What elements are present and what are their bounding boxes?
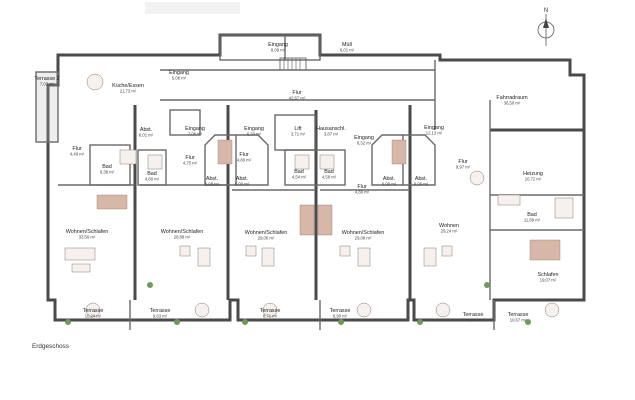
room-area-muell: 6,01 m² xyxy=(340,48,355,53)
room-area-abst_c1: 6,08 m² xyxy=(205,182,220,187)
room-name-hausanschl: Hausanschl. xyxy=(316,126,346,132)
room-name-wohnen_lm: Wohnen/Schlafen xyxy=(161,229,203,235)
room-name-flur_lm: Flur xyxy=(185,155,194,161)
room-area-eingang_l2: 7,06 m² xyxy=(188,132,203,137)
room-name-terrasse_r2: Terrasse xyxy=(508,312,529,318)
room-area-lift: 3,71 m² xyxy=(291,132,306,137)
room-name-eingang_r2: Eingang xyxy=(424,125,444,131)
room-name-heizung: Heizung xyxy=(523,171,543,177)
room-name-terrasse_r1: Terrasse xyxy=(463,312,484,318)
room-name-terrasse2: Terrasse 2 xyxy=(34,76,59,82)
floor-caption: Erdgeschoss xyxy=(32,343,69,350)
room-name-kueche: Küche/Essen xyxy=(112,83,144,89)
room-name-terrasse_c1: Terrasse xyxy=(260,308,281,314)
room-name-flur_main: Flur xyxy=(292,90,301,96)
room-area-abst_r2: 6,06 m² xyxy=(414,182,429,187)
room-name-muell: Müll xyxy=(342,42,352,48)
room-area-abst_l1: 6,01 m² xyxy=(139,133,154,138)
room-area-wohnen_l: 33,56 m² xyxy=(79,235,96,240)
room-name-schlafen_r: Schlafen xyxy=(538,272,559,278)
room-area-wohnen_c1: 29,06 m² xyxy=(258,236,275,241)
room-area-flur_c2: 4,80 m² xyxy=(355,190,370,195)
room-name-flur_l: Flur xyxy=(72,146,81,152)
room-name-wohnen_l: Wohnen/Schlafen xyxy=(66,229,108,235)
room-name-eingang_l1: Eingang xyxy=(169,70,189,76)
room-name-eingang_l2: Eingang xyxy=(185,126,205,132)
room-name-bad_l1: Bad xyxy=(102,164,112,170)
north-arrow: N xyxy=(537,8,555,46)
room-name-terrasse_l2: Terrasse xyxy=(150,308,171,314)
room-area-eingang_r2: 12,13 m² xyxy=(426,131,443,136)
room-name-wohnen_r1: Wohnen/Schlafen xyxy=(342,230,384,236)
room-area-abst_r1: 6,00 m² xyxy=(382,182,397,187)
room-name-wohnen_c1: Wohnen/Schlafen xyxy=(245,230,287,236)
room-area-terrasse_c2: 8,90 m² xyxy=(333,314,348,319)
room-area-flur_c: 4,80 m² xyxy=(237,158,252,163)
room-area-fahrradraum: 36,50 m² xyxy=(504,101,521,106)
room-name-eingang_c1: Eingang xyxy=(244,126,264,132)
room-area-terrasse_r2: 10,67 m² xyxy=(510,318,527,323)
room-area-abst_c2: 6,00 m² xyxy=(235,182,250,187)
room-name-abst_c1: Abst. xyxy=(206,176,218,182)
room-area-wohnen_lm: 28,88 m² xyxy=(174,235,191,240)
room-area-schlafen_r: 19,07 m² xyxy=(540,278,557,283)
room-name-flur_c: Flur xyxy=(239,152,248,158)
room-area-bad_r: 11,89 m² xyxy=(524,218,541,223)
header-blur xyxy=(145,2,240,14)
room-area-hausanschl: 3,87 m² xyxy=(324,132,339,137)
room-name-abst_r2: Abst. xyxy=(415,176,427,182)
furniture xyxy=(64,73,560,318)
room-name-flur_r: Flur xyxy=(458,159,467,165)
room-area-bad_l1: 6,38 m² xyxy=(100,170,115,175)
room-name-terrasse_c2: Terrasse xyxy=(330,308,351,314)
room-area-terrasse2: 7,03 m² xyxy=(40,82,55,87)
room-area-eingang_top: 8,09 m² xyxy=(271,48,286,53)
stairs xyxy=(279,57,307,71)
room-area-terrasse_l1: 10,24 m² xyxy=(85,314,102,319)
room-area-flur_r: 9,97 m² xyxy=(456,165,471,170)
room-name-bad_l2: Bad xyxy=(147,171,157,177)
room-name-abst_l1: Abst. xyxy=(140,127,152,133)
room-area-bad_c2: 4,58 m² xyxy=(322,175,337,180)
room-area-kueche: 21,73 m² xyxy=(120,89,137,94)
room-name-bad_r: Bad xyxy=(527,212,537,218)
room-name-flur_c2: Flur xyxy=(357,184,366,190)
room-name-lift: Lift xyxy=(294,126,302,132)
room-name-terrasse_l1: Terrasse xyxy=(83,308,104,314)
room-area-eingang_c1: 6,33 m² xyxy=(247,132,262,137)
room-name-fahrradraum: Fahrradraum xyxy=(496,95,528,101)
room-area-terrasse_l2: 9,63 m² xyxy=(153,314,168,319)
room-area-heizung: 10,72 m² xyxy=(525,177,542,182)
unit-dividers xyxy=(133,105,491,300)
room-area-terrasse_c1: 8,71 m² xyxy=(263,314,278,319)
room-area-wohnen_r2: 29,24 m² xyxy=(441,229,458,234)
plants xyxy=(65,282,531,325)
north-label: N xyxy=(544,8,548,14)
room-name-bad_c2: Bad xyxy=(324,169,334,175)
room-name-abst_c2: Abst. xyxy=(236,176,248,182)
bathtubs xyxy=(119,149,574,219)
room-area-eingang_r1: 6,32 m² xyxy=(357,141,372,146)
room-name-wohnen_r2: Wohnen xyxy=(439,223,459,229)
room-name-bad_c1: Bad xyxy=(294,169,304,175)
room-area-flur_main: 42,67 m² xyxy=(289,96,306,101)
room-area-flur_l: 4,49 m² xyxy=(70,152,85,157)
room-area-terrasse_r1: 10,67 m² xyxy=(465,318,482,323)
room-name-eingang_r1: Eingang xyxy=(354,135,374,141)
room-area-eingang_l1: 5,06 m² xyxy=(172,76,187,81)
room-area-bad_c1: 4,54 m² xyxy=(292,175,307,180)
room-name-eingang_top: Eingang xyxy=(268,42,288,48)
room-area-bad_l2: 4,80 m² xyxy=(145,177,160,182)
room-name-abst_r1: Abst. xyxy=(383,176,395,182)
terrasse2-deck xyxy=(36,72,58,142)
room-area-wohnen_r1: 29,08 m² xyxy=(355,236,372,241)
room-area-flur_lm: 4,75 m² xyxy=(183,161,198,166)
